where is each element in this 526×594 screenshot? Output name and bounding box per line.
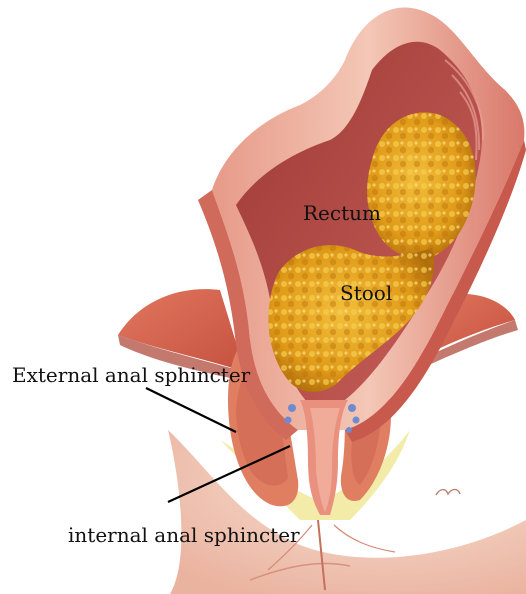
label-rectum: Rectum	[303, 201, 381, 225]
label-external-anal-sphincter: External anal sphincter	[12, 363, 251, 387]
label-stool: Stool	[340, 281, 392, 305]
artist-signature	[436, 490, 460, 496]
external-pointer-line	[146, 388, 236, 432]
label-internal-anal-sphincter: internal anal sphincter	[68, 523, 300, 547]
